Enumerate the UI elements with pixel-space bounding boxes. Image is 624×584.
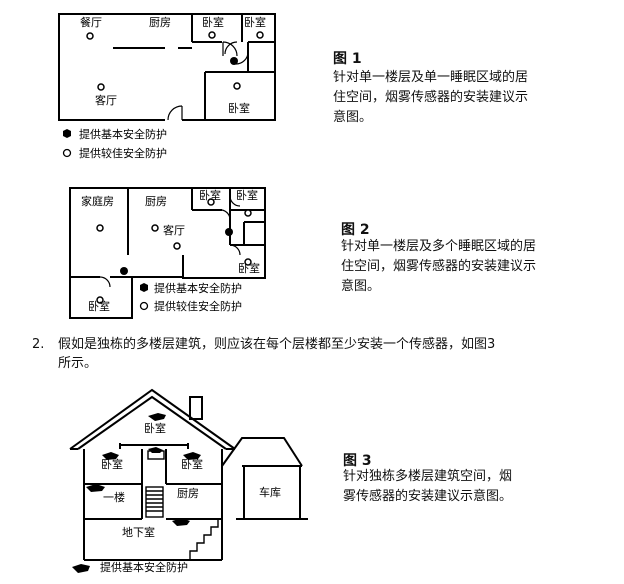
basic-sensor-marker (225, 228, 233, 236)
figure-3-house-section: 卧室 卧室 卧室 一楼 厨房 车库 地下室 提供基本安全防护 (69, 388, 308, 574)
room-label-kitchen: 厨房 (149, 16, 171, 29)
better-sensor-marker (244, 258, 252, 266)
caption-line: 针对独栋多楼层建筑空间，烟 (343, 469, 513, 484)
figure-3-title: 图 3 (343, 453, 372, 469)
legend-basic-label: 提供基本安全防护 (100, 560, 188, 574)
room-label-family: 家庭房 (81, 194, 114, 208)
room-label-bedroom: 卧室 (144, 421, 166, 435)
room-label-first-floor: 一楼 (103, 490, 125, 504)
better-sensor-marker (151, 224, 159, 232)
legend-basic-label: 提供基本安全防护 (79, 127, 167, 141)
basic-sensor-marker (148, 447, 163, 453)
room-label-kitchen: 厨房 (177, 487, 199, 500)
basic-marker-icon (140, 283, 148, 292)
paragraph-line: 所示。 (58, 356, 98, 371)
better-sensor-marker (86, 32, 94, 40)
figure-1-caption: 针对单一楼层及单一睡眠区域的居 住空间，烟雾传感器的安装建议示 意图。 (333, 68, 593, 128)
better-sensor-marker (96, 224, 104, 232)
caption-line: 意图。 (333, 110, 373, 125)
figure-2-floorplan: 家庭房 厨房 卧室 卧室 客厅 卧室 卧室 提供基本安全防护 提供较佳安全防护 (69, 187, 266, 319)
room-label-bedroom: 卧室 (181, 457, 203, 471)
room-label-bedroom: 卧室 (244, 15, 266, 29)
better-sensor-marker (97, 83, 105, 91)
basic-sensor-marker (120, 267, 128, 275)
room-label-bedroom: 卧室 (228, 101, 250, 115)
better-sensor-marker (173, 242, 181, 250)
room-label-kitchen: 厨房 (145, 195, 167, 208)
room-label-bedroom: 卧室 (101, 457, 123, 471)
basic-sensor-marker (172, 518, 190, 526)
paragraph-text: 假如是独栋的多楼层建筑，则应该在每个层楼都至少安装一个传感器，如图3 所示。 (58, 335, 598, 373)
better-sensor-marker (244, 209, 252, 217)
room-label-living: 客厅 (163, 223, 185, 237)
figure-3-caption: 针对独栋多楼层建筑空间，烟 雾传感器的安装建议示意图。 (343, 467, 603, 507)
room-label-living: 客厅 (95, 93, 117, 107)
room-label-dining: 餐厅 (80, 15, 102, 29)
list-number: 2. (32, 337, 45, 352)
figure-2-caption: 针对单一楼层及多个睡眠区域的居 住空间，烟雾传感器的安装建议示 意图。 (341, 237, 601, 297)
caption-line: 住空间，烟雾传感器的安装建议示 (341, 259, 537, 274)
caption-line: 针对单一楼层及多个睡眠区域的居 (341, 239, 537, 254)
better-sensor-marker (207, 198, 215, 206)
room-label-bedroom: 卧室 (238, 261, 260, 275)
basic-sensor-marker (148, 413, 166, 421)
better-marker-icon (139, 301, 149, 311)
basic-sensor-marker (230, 57, 238, 65)
figure-1-floorplan: 餐厅 厨房 卧室 卧室 客厅 卧室 提供基本安全防护 提供较佳安全防护 (58, 13, 276, 160)
basic-marker-icon (63, 129, 71, 138)
basic-sensor-marker (86, 484, 105, 492)
caption-line: 住空间，烟雾传感器的安装建议示 (333, 90, 529, 105)
room-label-bedroom: 卧室 (199, 188, 221, 202)
room-label-basement: 地下室 (122, 525, 155, 539)
paragraph-line: 假如是独栋的多楼层建筑，则应该在每个层楼都至少安装一个传感器，如图3 (58, 337, 496, 352)
room-label-bedroom: 卧室 (202, 15, 224, 29)
better-sensor-marker (208, 31, 216, 39)
basic-marker-icon (72, 564, 90, 573)
legend-better-label: 提供较佳安全防护 (154, 299, 242, 313)
basic-sensor-marker (102, 452, 119, 460)
better-sensor-marker (233, 82, 241, 90)
better-marker-icon (62, 148, 72, 158)
room-label-garage: 车库 (259, 485, 281, 499)
basic-sensor-marker (183, 452, 201, 460)
better-sensor-marker (96, 296, 104, 304)
caption-line: 针对单一楼层及单一睡眠区域的居 (333, 70, 529, 85)
room-label-bedroom: 卧室 (88, 299, 110, 313)
legend-basic-label: 提供基本安全防护 (154, 281, 242, 295)
caption-line: 意图。 (341, 279, 381, 294)
caption-line: 雾传感器的安装建议示意图。 (343, 489, 513, 504)
figure-1-title: 图 1 (333, 51, 362, 67)
figure-2-title: 图 2 (341, 222, 370, 238)
better-sensor-marker (256, 31, 264, 39)
room-label-bedroom: 卧室 (236, 188, 258, 202)
legend-better-label: 提供较佳安全防护 (79, 146, 167, 160)
